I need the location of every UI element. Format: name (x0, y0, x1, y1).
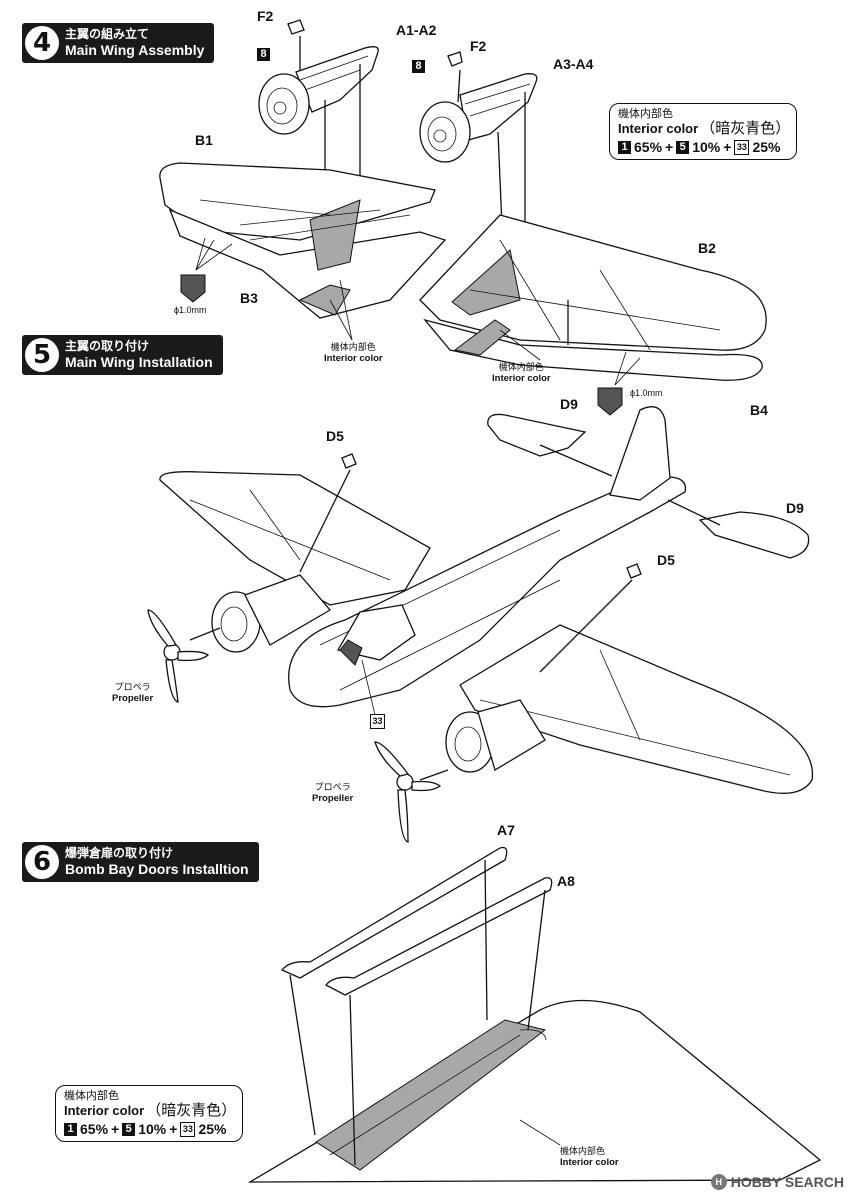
step-title-en: Main Wing Installation (65, 354, 213, 370)
mix-pct-3: 25% (198, 1121, 227, 1137)
interior-color-note: 機体内部色 Interior color (492, 362, 551, 384)
part-label-a7: A7 (497, 822, 515, 838)
interior-color-note: 機体内部色 Interior color (560, 1146, 619, 1168)
interior-en: Interior color (492, 373, 551, 384)
propeller-jp: プロペラ (314, 782, 351, 792)
mix-pct-2: 10% (692, 139, 721, 155)
part-label-b3: B3 (240, 290, 258, 306)
step-title-jp: 爆弾倉扉の取り付け (65, 846, 174, 860)
interior-jp: 機体内部色 (498, 362, 544, 372)
interior-jp: 機体内部色 (330, 342, 376, 352)
paint-code-5: 5 (122, 1122, 136, 1136)
propeller-label: プロペラ Propeller (112, 682, 153, 704)
part-label-d5: D5 (657, 552, 675, 568)
mix-pct-2: 10% (138, 1121, 167, 1137)
part-label-a1a2: A1-A2 (396, 22, 437, 38)
step-5-header: 5 主翼の取り付け Main Wing Installation (22, 335, 223, 375)
part-label-b2: B2 (698, 240, 716, 256)
color-mix: 1 65%+ 5 10%+ 33 25% (618, 139, 790, 155)
part-label-d9: D9 (560, 396, 578, 412)
bomber-aircraft (159, 406, 814, 794)
bomb-bay-doors (247, 846, 822, 1183)
part-label-f2: F2 (470, 38, 487, 54)
mix-pct-1: 65% (80, 1121, 109, 1137)
propeller-jp: プロペラ (114, 682, 151, 692)
left-wing-b1b3 (159, 162, 447, 319)
color-box-en: Interior color (618, 121, 699, 136)
color-box-color-name: （暗灰青色） (700, 120, 791, 137)
interior-jp: 機体内部色 (560, 1146, 606, 1156)
paint-code-1: 1 (64, 1122, 77, 1136)
propeller-left (147, 609, 210, 703)
mix-pct-3: 25% (752, 139, 781, 155)
watermark: H HOBBY SEARCH (710, 1174, 844, 1190)
propeller-label: プロペラ Propeller (312, 782, 353, 804)
color-box-jp: 機体内部色 (64, 1090, 119, 1102)
part-label-a8: A8 (557, 873, 575, 889)
part-label-f2: F2 (257, 8, 274, 24)
interior-en: Interior color (324, 353, 383, 364)
hobby-search-logo-icon: H (710, 1174, 727, 1190)
step-number: 4 (25, 26, 59, 60)
color-box-color-name: （暗灰青色） (146, 1102, 237, 1119)
mix-pct-1: 65% (634, 139, 663, 155)
step-number: 6 (25, 845, 59, 879)
propeller-en: Propeller (312, 793, 354, 804)
paint-code-5: 5 (676, 140, 690, 154)
propeller-en: Propeller (112, 693, 154, 704)
interior-color-note: 機体内部色 Interior color (324, 342, 383, 364)
step-4-header: 4 主翼の組み立て Main Wing Assembly (22, 23, 215, 63)
interior-color-box: 機体内部色 Interior color（暗灰青色） 1 65%+ 5 10%+… (609, 103, 798, 160)
step-title-jp: 主翼の取り付け (65, 339, 150, 353)
step-title-en: Main Wing Assembly (65, 42, 205, 58)
propeller-right (374, 741, 442, 843)
paint-code-33: 33 (180, 1121, 196, 1137)
paint-code-8: 8 (257, 48, 270, 61)
part-label-b1: B1 (195, 132, 213, 148)
drill-size: ϕ1.0mm (174, 305, 207, 315)
left-nacelle-a1a2 (258, 19, 379, 135)
color-box-jp: 機体内部色 (618, 108, 673, 120)
step-number: 5 (25, 338, 59, 372)
paint-code-1: 1 (618, 140, 631, 154)
step-title-jp: 主翼の組み立て (65, 27, 150, 41)
paint-code-33: 33 (734, 139, 750, 155)
color-box-en: Interior color (64, 1103, 145, 1118)
right-wing-b2b4 (419, 214, 767, 381)
paint-code-8: 8 (412, 60, 425, 73)
right-nacelle-a3a4 (419, 51, 538, 163)
color-mix: 1 65%+ 5 10%+ 33 25% (64, 1121, 236, 1137)
step-title-en: Bomb Bay Doors Installtion (65, 861, 249, 877)
interior-color-box: 機体内部色 Interior color（暗灰青色） 1 65%+ 5 10%+… (55, 1085, 244, 1142)
step-6-header: 6 爆弾倉扉の取り付け Bomb Bay Doors Installtion (22, 842, 259, 882)
part-label-d9: D9 (786, 500, 804, 516)
part-label-b4: B4 (750, 402, 768, 418)
watermark-text: HOBBY SEARCH (730, 1174, 844, 1190)
part-label-d5: D5 (326, 428, 344, 444)
drill-size: ϕ1.0mm (630, 388, 663, 398)
part-label-a3a4: A3-A4 (553, 56, 594, 72)
interior-en: Interior color (560, 1157, 619, 1168)
paint-code-33: 33 (370, 714, 385, 729)
